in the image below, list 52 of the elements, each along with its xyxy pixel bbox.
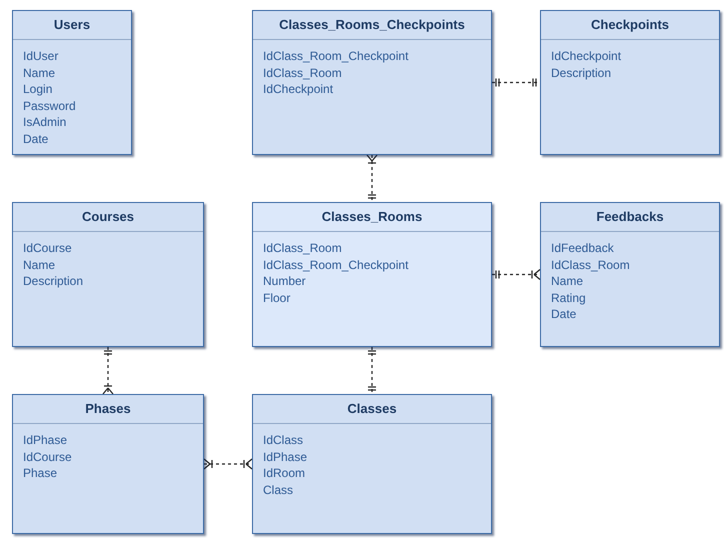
table-name: Checkpoints bbox=[541, 11, 719, 40]
relationship-line bbox=[492, 78, 540, 86]
table-name: Classes bbox=[253, 395, 491, 424]
entity-table bbox=[252, 202, 492, 347]
column-name: IdClass bbox=[263, 432, 304, 448]
column-name: Phase bbox=[23, 465, 58, 482]
column-name: IdCheckpoint bbox=[263, 81, 334, 98]
column-name: IdFeedback bbox=[551, 240, 615, 256]
column-name: Class bbox=[263, 482, 294, 498]
column-name: IdRoom bbox=[263, 465, 306, 482]
column-name: Floor bbox=[263, 290, 292, 306]
entity-table bbox=[540, 10, 720, 155]
column-name: Name bbox=[23, 256, 56, 273]
entity-table bbox=[12, 394, 204, 534]
column-name: Name bbox=[23, 64, 56, 81]
column-name: IdClass_Room bbox=[263, 64, 343, 81]
column-name: IdPhase bbox=[263, 448, 308, 465]
table-name: Phases bbox=[13, 395, 203, 424]
column-name: Date bbox=[23, 130, 50, 147]
column-name: Name bbox=[551, 273, 584, 290]
column-name: Password bbox=[23, 98, 77, 114]
relationship-line bbox=[204, 458, 252, 470]
column-name: IdClass_Room_Checkpoint bbox=[263, 48, 410, 64]
column-name: IdClass_Room bbox=[263, 240, 343, 256]
table-name: Users bbox=[13, 11, 131, 40]
column-name: Description bbox=[551, 64, 612, 81]
relationship-line bbox=[492, 269, 540, 280]
relationship-line bbox=[368, 347, 376, 394]
table-name: Classes_Rooms bbox=[253, 203, 491, 232]
column-name: IdCourse bbox=[23, 240, 73, 256]
column-name: Date bbox=[551, 306, 578, 322]
entity-table bbox=[252, 394, 492, 534]
column-name: IdClass_Room_Checkpoint bbox=[263, 256, 410, 273]
column-name: Number bbox=[263, 273, 307, 290]
column-name: IdUser bbox=[23, 48, 60, 64]
relationship-line bbox=[102, 347, 114, 394]
entity-table bbox=[12, 10, 132, 155]
column-name: IdClass_Room bbox=[551, 256, 631, 273]
entity-table bbox=[12, 202, 204, 347]
column-name: IsAdmin bbox=[23, 114, 68, 130]
table-name: Courses bbox=[13, 203, 203, 232]
entity-table bbox=[252, 10, 492, 155]
relationship-line bbox=[366, 154, 378, 202]
table-name: Feedbacks bbox=[541, 203, 719, 232]
column-name: Rating bbox=[551, 290, 587, 306]
column-name: Login bbox=[23, 81, 54, 98]
entity-table bbox=[540, 202, 720, 347]
column-name: IdCheckpoint bbox=[551, 48, 622, 64]
table-name: Classes_Rooms_Checkpoints bbox=[253, 11, 491, 40]
column-name: IdPhase bbox=[23, 432, 68, 448]
column-name: Description bbox=[23, 273, 84, 290]
column-name: IdCourse bbox=[23, 448, 73, 465]
